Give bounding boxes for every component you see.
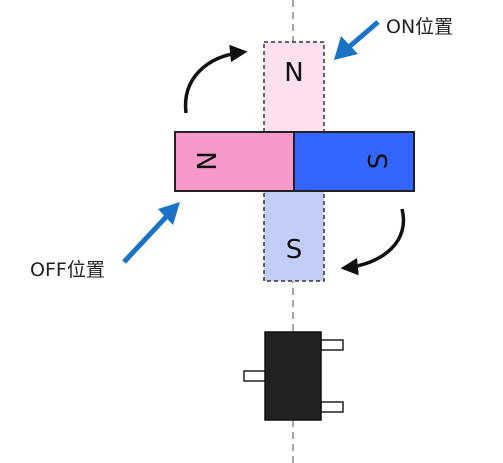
- on-south-pole: [263, 190, 325, 282]
- off-south-pole: [293, 131, 415, 192]
- on-north-pole: [263, 41, 325, 133]
- sensor-pin-left: [243, 370, 267, 382]
- on-position-magnet: N S: [263, 41, 325, 282]
- off-north-label: N: [190, 151, 220, 170]
- on-position-arrow-icon: [334, 20, 380, 60]
- off-south-label: S: [364, 153, 394, 170]
- off-position-magnet: N S: [174, 131, 415, 192]
- rotation-arrow-bottom: [340, 208, 406, 276]
- off-position-label: OFF位置: [30, 259, 105, 281]
- on-south-label: S: [286, 235, 303, 265]
- on-position-label: ON位置: [386, 16, 453, 38]
- sensor-pin-top-right: [320, 339, 344, 351]
- sensor-body: [264, 331, 322, 421]
- sensor-pin-bottom-right: [320, 401, 344, 413]
- hall-sensor-ic: [243, 331, 344, 421]
- rotation-arrow-top: [183, 44, 248, 114]
- on-north-label: N: [284, 58, 303, 88]
- off-position-arrow-icon: [122, 202, 180, 264]
- off-north-pole: [174, 131, 295, 192]
